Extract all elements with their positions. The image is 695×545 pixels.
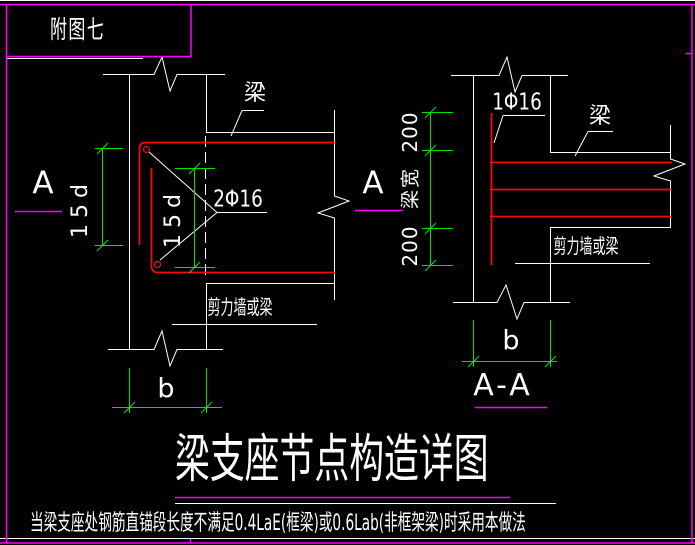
right-beam-end-break xyxy=(652,125,687,228)
rebar-callout-right: 1Φ16 xyxy=(492,89,542,116)
right-wall-bottom-break-line xyxy=(453,283,570,321)
left-callout-leader-bottom xyxy=(159,212,218,261)
right-rebar-callout-leader xyxy=(493,115,504,144)
dim-beam-width: 梁宽 xyxy=(399,166,422,210)
hook-length-dim-inner: 15d xyxy=(161,188,186,248)
left-beam-end-break xyxy=(316,110,351,300)
support-label-left: 剪力墙或梁 xyxy=(207,295,273,319)
support-label-right: 剪力墙或梁 xyxy=(553,234,619,258)
left-callout-leader-top xyxy=(148,151,218,213)
dim-chain-right-ticks xyxy=(422,112,453,266)
dim-15d-inner-slashes xyxy=(188,162,201,274)
dim-200-top: 200 xyxy=(398,111,422,153)
figure-label: 附图七 xyxy=(50,15,106,44)
dim-15d-left-slashes xyxy=(96,142,109,252)
dim-b-left-extensions xyxy=(129,368,207,413)
section-marker-a-left: A xyxy=(32,165,54,202)
section-title-aa: A-A xyxy=(473,368,533,403)
left-wall-top-break-line xyxy=(103,55,225,93)
rebar-lines xyxy=(138,113,672,274)
rebar-top-bar-end-circle xyxy=(142,145,151,154)
dim-chain-right-slashes xyxy=(424,106,437,272)
drawing-title: 梁支座节点构造详图 xyxy=(175,430,489,490)
left-wall-bottom-break-line xyxy=(108,329,223,368)
rebar-top-bar-with-hook xyxy=(138,141,336,245)
dim-b-left-slashes xyxy=(123,401,213,414)
dim-b-right-extensions xyxy=(473,320,551,367)
dim-200-bottom: 200 xyxy=(398,225,422,267)
magenta-lines xyxy=(0,3,695,544)
note-text: 当梁支座处钢筋直锚段长度不满足0.4LaE(框梁)或0.6Lab(非框架梁)时采… xyxy=(30,511,526,536)
width-dim-right: b xyxy=(502,325,520,357)
section-marker-a-right: A xyxy=(362,165,384,202)
beam-label-right: 梁 xyxy=(588,104,612,129)
dimension-lines xyxy=(95,106,557,414)
beam-label-left: 梁 xyxy=(243,81,267,106)
right-beam-label-leader xyxy=(574,131,589,157)
width-dim-left: b xyxy=(157,373,175,405)
rebar-bottom-bar-end-circle xyxy=(153,260,162,269)
left-beam-label-leader xyxy=(230,110,243,137)
right-wall-top-break-line xyxy=(451,55,568,94)
rebar-callout-left: 2Φ16 xyxy=(213,186,263,213)
hook-length-dim-left: 15d xyxy=(68,178,93,238)
rebar-bottom-bar-with-hook xyxy=(150,168,335,274)
dim-15d-left-ticks xyxy=(95,148,123,246)
dim-b-right-slashes xyxy=(467,355,557,368)
